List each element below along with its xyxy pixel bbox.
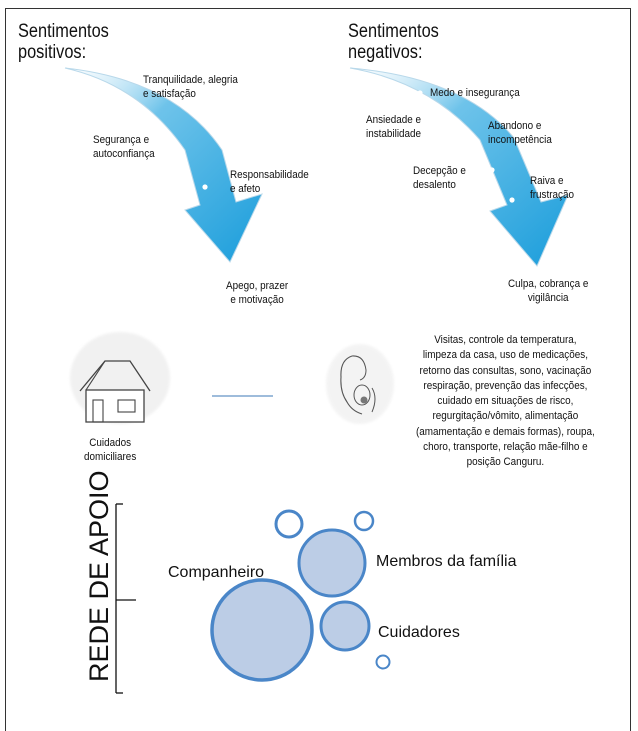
negative-item-6: Culpa, cobrança e vigilância — [508, 278, 589, 304]
bubble-small-bottom — [375, 654, 391, 670]
negative-marker-4 — [489, 167, 495, 173]
positive-arrow — [64, 67, 263, 263]
mother-baby-icon — [326, 344, 394, 424]
positive-item-2: Segurança e autoconfiança — [93, 134, 155, 160]
home-care-label: Cuidados domiciliares — [84, 437, 137, 463]
negative-item-5: Raiva e frustração — [530, 175, 575, 201]
negative-item-1: Medo e insegurança — [430, 87, 520, 99]
positive-marker-2 — [167, 137, 173, 143]
positive-item-4: Apego, prazer e motivação — [226, 280, 289, 306]
bubble-partner — [210, 578, 314, 682]
bubble-caregivers — [319, 600, 371, 652]
support-bracket — [115, 503, 136, 694]
positive-item-1: Tranquilidade, alegria e satisfação — [143, 74, 238, 100]
house-icon — [70, 332, 170, 424]
positive-marker-1 — [115, 89, 121, 95]
member-partner: Companheiro — [168, 564, 265, 581]
negative-title: Sentimentos negativos: — [348, 21, 439, 63]
negative-marker-1 — [417, 90, 423, 96]
positive-item-3: Responsabilidade e afeto — [230, 169, 309, 195]
home-care-description: Visitas, controle da temperatura, limpez… — [415, 334, 595, 469]
figure-frame — [5, 8, 631, 731]
negative-marker-3 — [467, 139, 473, 145]
negative-marker-2 — [445, 115, 451, 121]
negative-arrow — [349, 67, 569, 267]
bubble-small-top-right — [353, 510, 375, 532]
member-family: Membros da família — [376, 553, 517, 570]
support-bubbles — [210, 509, 391, 682]
bubble-small-top-left — [274, 509, 304, 539]
negative-marker-5 — [509, 197, 515, 203]
negative-item-4: Decepção e desalento — [413, 165, 466, 191]
negative-item-2: Ansiedade e instabilidade — [366, 114, 422, 140]
positive-title: Sentimentos positivos: — [18, 21, 109, 63]
positive-marker-3 — [202, 184, 208, 190]
negative-item-3: Abandono e incompetência — [488, 120, 552, 146]
member-caregivers: Cuidadores — [378, 624, 460, 641]
bubble-family — [297, 528, 367, 598]
support-network-title: REDE DE APOIO — [84, 470, 114, 682]
